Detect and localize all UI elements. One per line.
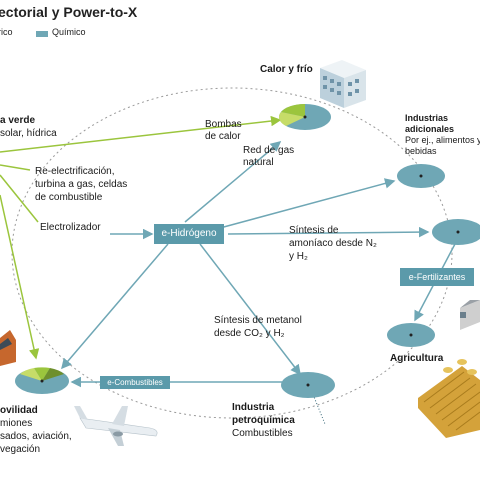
- reelectrification-label-1: Re-electrificación,: [35, 166, 115, 177]
- industries-label-2: adicionales: [405, 124, 455, 134]
- green-line-mobility: [0, 194, 40, 360]
- heat-pumps-label-2: de calor: [205, 131, 241, 142]
- fertilizers-tag: e-Fertilizantes: [400, 268, 474, 286]
- ammonia-label-1: Síntesis de: [289, 225, 339, 236]
- legend-prev-label: rico: [0, 27, 13, 37]
- green-line-reelec: [0, 164, 31, 171]
- green-line-heat: [0, 115, 282, 153]
- node-industries-ellipse: [397, 164, 445, 188]
- node-mobility-ellipse: [15, 367, 69, 394]
- petrochem-label-3: Combustibles: [232, 428, 293, 439]
- line-hub-industries: [219, 178, 396, 229]
- methanol-label-1: Síntesis de metanol: [214, 315, 302, 326]
- heat-pumps-label-1: Bombas: [205, 119, 242, 130]
- ammonia-label-2: amoníaco desde N₂: [289, 238, 377, 249]
- industries-label-4: bebidas: [405, 146, 437, 156]
- hydrogen-hub: e-Hidrógeno: [154, 224, 224, 244]
- petrochem-label-1: Industria: [232, 402, 275, 413]
- line-hub-petro: [199, 243, 301, 376]
- gas-grid-label-2: natural: [243, 157, 274, 168]
- industries-label-3: Por ej., alimentos y: [405, 135, 480, 145]
- fuels-tag: e-Combustibles: [100, 376, 170, 389]
- gas-grid-label-1: Red de gas: [243, 145, 295, 156]
- line-hub-mobility: [61, 243, 169, 370]
- dashed-cycle: [11, 87, 453, 419]
- node-agriculture-ellipse: [387, 323, 435, 347]
- reelectrification-label-3: de combustible: [35, 192, 103, 203]
- methanol-label-2: desde CO₂ y H₂: [214, 328, 285, 339]
- legend-chem-label: Químico: [52, 27, 86, 37]
- renewable-title: a verde: [0, 115, 36, 126]
- airplane-illustration: [74, 406, 158, 446]
- mobility-label-4: vegación: [0, 444, 41, 455]
- line-hub-ammonia: [227, 226, 430, 238]
- petrochem-label-2: petroquímica: [232, 415, 295, 426]
- node-petro-ellipse: [281, 372, 335, 398]
- electrolyzer-label: Electrolizador: [40, 222, 101, 233]
- reelectrification-label-2: turbina a gas, celdas: [35, 179, 128, 190]
- mobility-label-2: miones: [0, 418, 33, 429]
- line-hub-gas: [184, 141, 282, 223]
- green-line-electrolyzer: [0, 174, 39, 223]
- diagram-title: ectorial y Power-to-X: [0, 4, 138, 20]
- renewable-sub: solar, hídrica: [0, 128, 57, 139]
- node-ammonia-ellipse: [432, 219, 480, 245]
- factory-illustration: [460, 300, 480, 330]
- mobility-label-3: sados, aviación,: [0, 431, 72, 442]
- mobility-label-1: ovilidad: [0, 405, 38, 416]
- industries-label-1: Industrias: [405, 113, 449, 123]
- farm-illustration: [418, 359, 480, 438]
- agriculture-label: Agricultura: [390, 353, 444, 364]
- building-illustration: [320, 60, 366, 108]
- legend-chem-swatch: [36, 31, 48, 37]
- car-illustration: [0, 330, 16, 366]
- ammonia-label-3: y H₂: [289, 251, 308, 262]
- node-heat-ellipse: [278, 104, 331, 130]
- heat-cold-label: Calor y frío: [260, 64, 313, 75]
